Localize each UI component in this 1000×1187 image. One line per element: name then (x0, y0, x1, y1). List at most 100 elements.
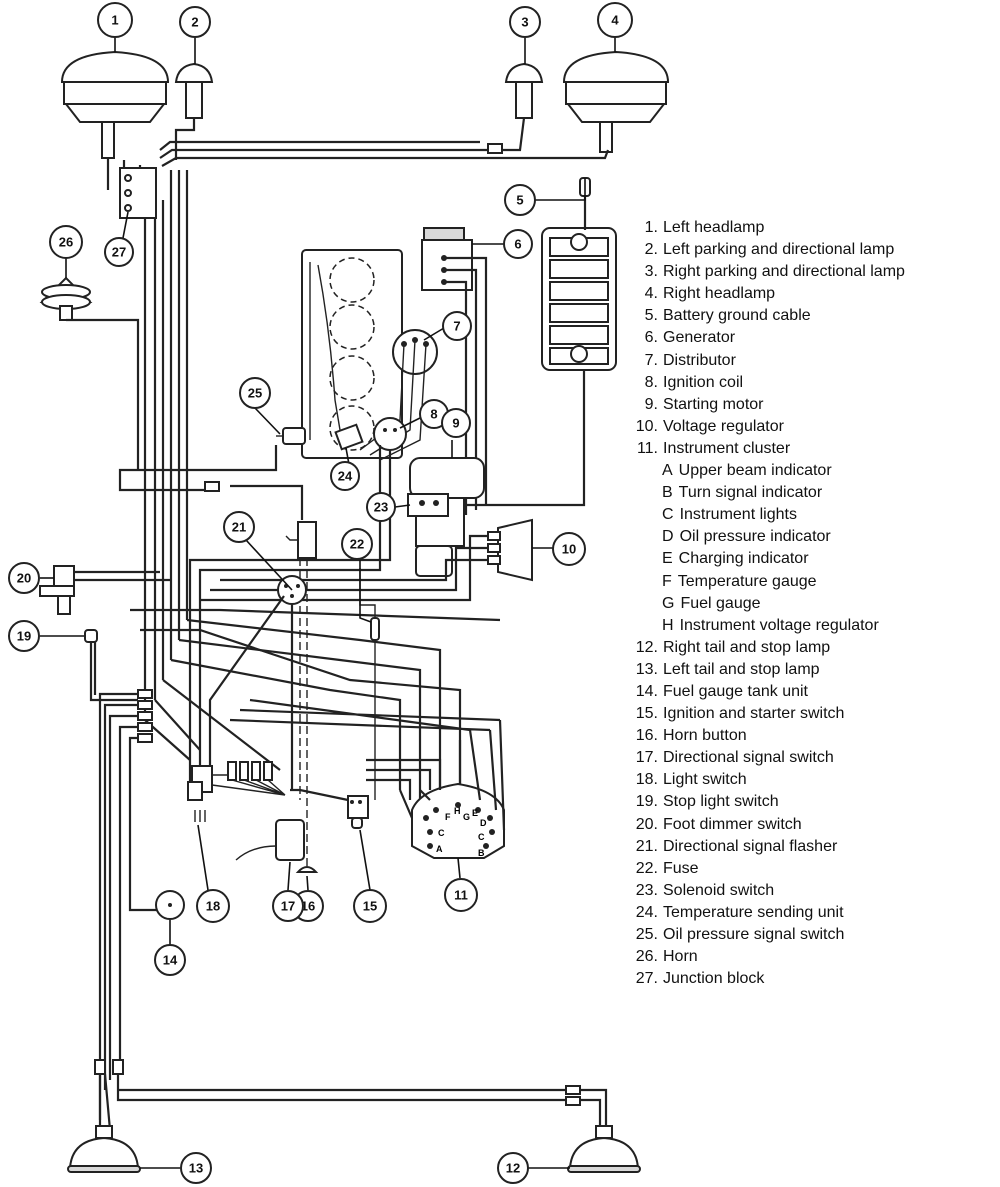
legend-number: 13. (635, 660, 658, 678)
svg-text:14: 14 (163, 953, 178, 968)
legend-number: 2. (644, 241, 658, 259)
right-parking-lamp (504, 62, 544, 119)
cluster-letter: C (438, 828, 445, 838)
legend-label: Right tail and stop lamp (663, 638, 831, 656)
cluster-letter: H (454, 806, 461, 816)
legend-item: 18.Light switch (624, 769, 996, 791)
cluster-letter: C (478, 832, 485, 842)
legend-label: Distributor (663, 351, 736, 369)
legend-number: 10. (635, 417, 658, 435)
legend-item: 27. Junction block (624, 968, 996, 990)
svg-text:3: 3 (521, 15, 528, 30)
callout-11: 11 (444, 878, 478, 912)
legend-item: 7.Distributor (624, 350, 996, 372)
legend-number: 27. (635, 970, 658, 988)
battery (541, 227, 617, 371)
cluster-letter: F (445, 812, 451, 822)
callout-27: 27 (104, 237, 134, 267)
callout-9: 9 (441, 408, 471, 438)
legend-label: Oil pressure indicator (679, 528, 831, 546)
callout-24: 24 (330, 461, 360, 491)
legend-label: Horn button (663, 727, 747, 745)
legend-number: 8. (644, 373, 658, 391)
svg-text:8: 8 (430, 407, 437, 422)
callout-20: 20 (8, 562, 40, 594)
legend-subitem: D Oil pressure indicator (624, 526, 996, 548)
callout-13: 13 (180, 1152, 212, 1184)
legend-number: D (662, 528, 674, 546)
callout-23: 23 (366, 492, 396, 522)
legend-item: 14.Fuel gauge tank unit (624, 681, 996, 703)
callout-3: 3 (509, 6, 541, 38)
callout-21: 21 (223, 511, 255, 543)
svg-text:17: 17 (281, 899, 295, 914)
legend-label: Directional signal switch (663, 749, 834, 767)
ignition-coil (373, 417, 407, 451)
legend-number: 9. (644, 395, 658, 413)
cluster-letter: D (480, 818, 487, 828)
legend-number: 19. (635, 793, 658, 811)
svg-text:6: 6 (514, 237, 521, 252)
light-switch-connectors (227, 761, 273, 781)
svg-text:11: 11 (454, 888, 468, 903)
cluster-letter: G (463, 812, 470, 822)
callout-22: 22 (341, 528, 373, 560)
right-tail-lamp (567, 1125, 641, 1173)
callout-19: 19 (8, 620, 40, 652)
legend-number: B (662, 484, 673, 502)
callout-25: 25 (239, 377, 271, 409)
legend-label: Battery ground cable (663, 307, 811, 325)
svg-text:22: 22 (350, 537, 364, 552)
legend-item: 26.Horn (624, 946, 996, 968)
legend-item: 16.Horn button (624, 725, 996, 747)
solenoid-switch (407, 493, 449, 517)
callout-17: 17 (272, 890, 304, 922)
legend-label: Instrument lights (679, 506, 797, 524)
svg-text:23: 23 (374, 500, 388, 515)
legend-item: 9.Starting motor (624, 394, 996, 416)
legend-item: 19.Stop light switch (624, 791, 996, 813)
legend-item: 24.Temperature sending unit (624, 902, 996, 924)
callout-26: 26 (49, 225, 83, 259)
legend-label: Left parking and directional lamp (663, 241, 895, 259)
callout-6: 6 (503, 229, 533, 259)
legend-label: Junction block (663, 970, 765, 988)
left-tail-lamp (67, 1125, 141, 1173)
callout-leaders (40, 38, 616, 1169)
legend-item: 5.Battery ground cable (624, 305, 996, 327)
legend-label: Ignition coil (663, 373, 744, 391)
legend-item: 13.Left tail and stop lamp (624, 659, 996, 681)
legend-label: Charging indicator (678, 550, 809, 568)
legend-label: Turn signal indicator (678, 484, 823, 502)
svg-text:13: 13 (189, 1161, 203, 1176)
svg-text:20: 20 (17, 571, 31, 586)
legend-number: A (662, 462, 673, 480)
callout-12: 12 (497, 1152, 529, 1184)
svg-text:4: 4 (611, 13, 619, 28)
svg-text:24: 24 (338, 469, 353, 484)
light-switch (187, 765, 213, 822)
horn (39, 276, 93, 321)
legend-item: 25.Oil pressure signal switch (624, 924, 996, 946)
legend-label: Solenoid switch (663, 881, 775, 899)
legend-label: Horn (663, 948, 698, 966)
legend-item: 10.Voltage regulator (624, 416, 996, 438)
legend-item: 3.Right parking and directional lamp (624, 261, 996, 283)
cluster-letter: E (472, 808, 478, 818)
oil-pressure-switch (276, 427, 306, 445)
horn-button (295, 866, 319, 873)
legend-item: 11.Instrument cluster (624, 438, 996, 460)
legend-number: 1. (644, 219, 658, 236)
legend-item: 4.Right headlamp (624, 283, 996, 305)
callout-7: 7 (442, 311, 472, 341)
svg-text:27: 27 (112, 245, 126, 260)
callout-10: 10 (552, 532, 586, 566)
callout-18: 18 (196, 889, 230, 923)
foot-dimmer-switch (39, 565, 75, 615)
svg-text:18: 18 (206, 899, 220, 914)
